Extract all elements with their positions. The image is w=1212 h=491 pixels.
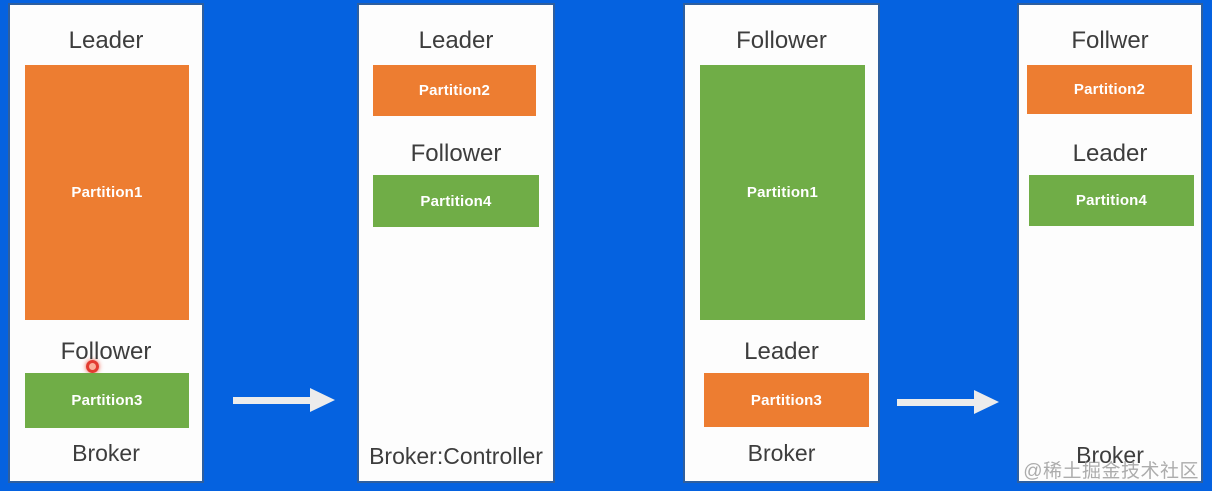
broker-panel-1: Leader Partition1 Follower Partition3 Br… bbox=[8, 3, 204, 483]
partition-box: Partition1 bbox=[25, 65, 189, 373]
broker-label: Broker:Controller bbox=[369, 443, 543, 469]
right-arrow-icon bbox=[233, 388, 335, 412]
partition-box: Partition3 bbox=[25, 373, 189, 428]
role-label: Leader bbox=[744, 338, 819, 365]
partition-box: Partition4 bbox=[373, 175, 539, 227]
role-label: Follower bbox=[736, 27, 827, 54]
role-label: Follower bbox=[60, 338, 152, 365]
partition-label: Partition4 bbox=[420, 192, 492, 210]
broker-panel-3: Follower Partition1 Leader Partition3 Br… bbox=[683, 3, 880, 483]
partition-label: Partition3 bbox=[750, 391, 823, 409]
partition-box: Partition2 bbox=[373, 65, 536, 116]
red-pointer-dot-icon bbox=[86, 360, 99, 373]
partition-label: Partition1 bbox=[71, 184, 143, 201]
watermark: @稀土掘金技术社区 bbox=[1023, 461, 1199, 482]
broker-panel-4: Follwer Partition2 Leader Partition4 Bro… bbox=[1017, 3, 1203, 483]
role-label: Leader bbox=[1072, 140, 1148, 167]
partition-box: Partition3 bbox=[704, 373, 869, 427]
role-label: Leader bbox=[68, 27, 144, 54]
broker-label: Broker bbox=[1076, 442, 1144, 468]
broker-panel-2-controller: Leader Partition2 Follower Partition4 Br… bbox=[357, 3, 555, 483]
broker-label: Broker bbox=[747, 440, 816, 466]
role-label: Follwer bbox=[1071, 27, 1149, 54]
right-arrow-icon bbox=[897, 390, 999, 414]
partition-label: Partition2 bbox=[1073, 81, 1146, 98]
partition-label: Partition3 bbox=[71, 392, 143, 409]
partition-box: Partition4 bbox=[1029, 175, 1194, 226]
partition-box: Partition2 bbox=[1027, 65, 1192, 114]
role-label: Leader bbox=[418, 27, 494, 54]
partition-box: Partition1 bbox=[700, 65, 865, 320]
partition-label: Partition1 bbox=[746, 184, 819, 201]
partition-label: Partition4 bbox=[1075, 192, 1148, 209]
broker-label: Broker bbox=[72, 440, 140, 466]
role-label: Follower bbox=[410, 140, 502, 167]
partition-label: Partition2 bbox=[418, 82, 491, 99]
